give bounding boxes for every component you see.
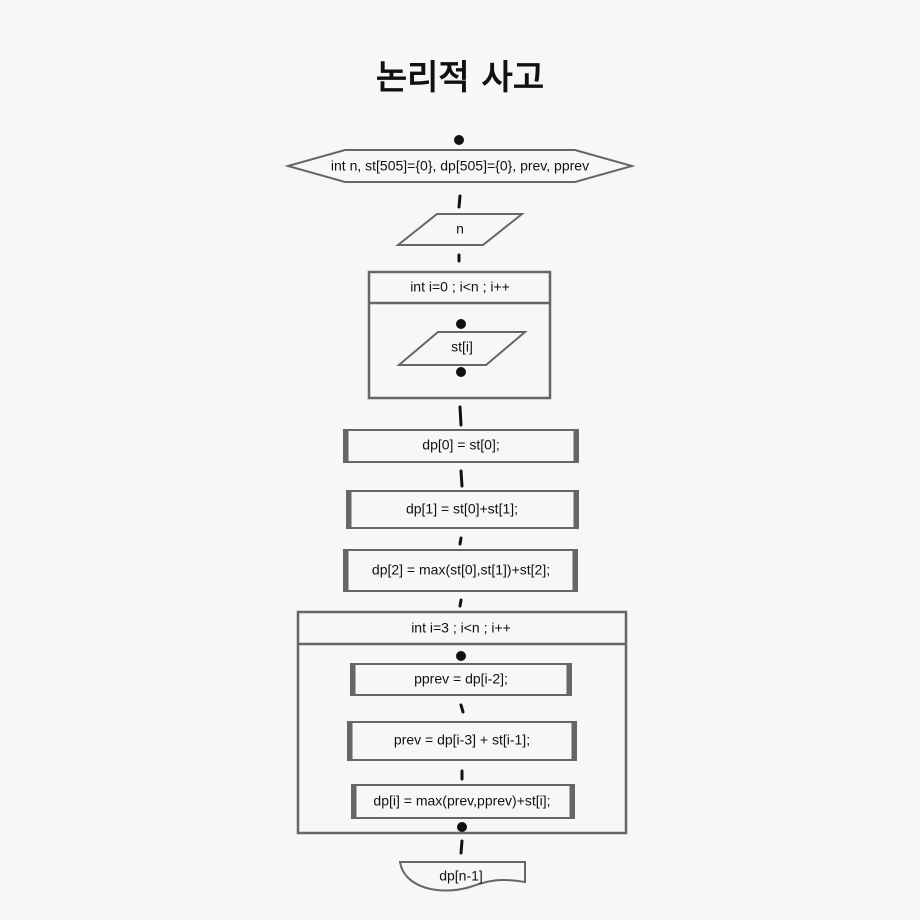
pprev-text: pprev = dp[i-2]; — [414, 671, 508, 687]
page-title: 논리적 사고 — [375, 58, 545, 98]
dp1-node[interactable]: dp[1] = st[0]+st[1]; — [346, 490, 579, 529]
output-node[interactable]: dp[n-1] — [398, 861, 526, 892]
loop2-node[interactable]: int i=3 ; i<n ; i++ — [296, 610, 628, 835]
connector — [458, 536, 463, 546]
loop1-end-dot — [456, 367, 466, 377]
loop2-start-dot — [456, 651, 466, 661]
connector — [458, 598, 463, 608]
declaration-text: int n, st[505]={0}, dp[505]={0}, prev, p… — [331, 158, 589, 174]
connector — [459, 703, 465, 714]
prev-node[interactable]: prev = dp[i-3] + st[i-1]; — [347, 721, 577, 761]
input-st-text: st[i] — [451, 339, 473, 355]
dpi-text: dp[i] = max(prev,pprev)+st[i]; — [373, 793, 550, 809]
loop1-header: int i=0 ; i<n ; i++ — [410, 279, 510, 295]
output-text: dp[n-1] — [439, 868, 483, 884]
input-n-text: n — [456, 221, 464, 237]
dp2-text: dp[2] = max(st[0],st[1])+st[2]; — [372, 562, 550, 578]
dp1-text: dp[1] = st[0]+st[1]; — [406, 501, 518, 517]
dpi-node[interactable]: dp[i] = max(prev,pprev)+st[i]; — [351, 784, 575, 819]
prev-text: prev = dp[i-3] + st[i-1]; — [394, 732, 530, 748]
declaration-node[interactable]: int n, st[505]={0}, dp[505]={0}, prev, p… — [284, 149, 636, 183]
loop1-node[interactable]: int i=0 ; i<n ; i++ — [367, 270, 552, 400]
dp0-text: dp[0] = st[0]; — [422, 437, 499, 453]
loop1-start-dot — [456, 319, 466, 329]
input-st-node[interactable]: st[i] — [396, 331, 528, 366]
input-n-node[interactable]: n — [395, 213, 525, 246]
dp2-node[interactable]: dp[2] = max(st[0],st[1])+st[2]; — [343, 549, 578, 592]
loop2-end-dot — [457, 822, 467, 832]
connector — [458, 405, 463, 427]
connector — [457, 194, 462, 209]
dp0-node[interactable]: dp[0] = st[0]; — [343, 429, 579, 463]
pprev-node[interactable]: pprev = dp[i-2]; — [350, 663, 572, 696]
loop2-header: int i=3 ; i<n ; i++ — [411, 620, 511, 636]
start-dot — [454, 135, 464, 145]
connector — [459, 839, 464, 855]
connector — [459, 469, 464, 488]
